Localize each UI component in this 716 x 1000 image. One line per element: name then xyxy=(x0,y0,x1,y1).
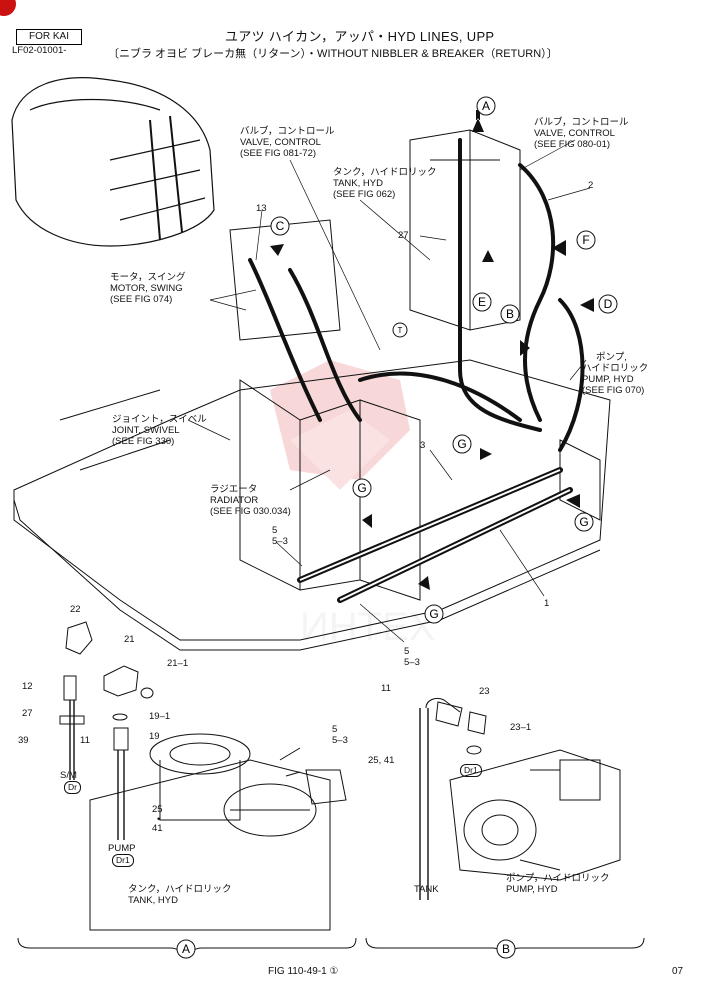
callout-radiator-jp: ラジエータ xyxy=(210,484,258,495)
callout-radiator-ref: (SEE FIG 030.034) xyxy=(210,506,291,517)
page-title: ユアツ ハイカン，アッパ・HYD LINES, UPP xyxy=(225,29,495,44)
watermark-logo: ИНТЕХ xyxy=(270,360,435,649)
callout-valve-control-2-en: VALVE, CONTROL xyxy=(534,128,615,139)
marker-c: C xyxy=(276,219,285,233)
callout-tank-hyd-1-jp: タンク，ハイドロリック xyxy=(333,167,437,178)
detail-a-sm-label: S/M xyxy=(60,770,77,781)
detail-a-dr-badge: Dr xyxy=(64,781,81,794)
marker-g-4: G xyxy=(429,607,438,621)
detail-b-dr1-badge: Dr1 xyxy=(460,764,482,777)
detail-a-part-5: 5 xyxy=(332,724,338,735)
detail-b-pump-hyd-en: PUMP, HYD xyxy=(506,884,558,895)
marker-g-2: G xyxy=(357,481,366,495)
detail-a-part-39: 39 xyxy=(18,735,29,746)
detail-a-part-21-1: 21–1 xyxy=(167,658,189,669)
part-number-5-b: 5 xyxy=(404,646,410,657)
marker-g-3: G xyxy=(579,515,588,529)
detail-a-part-12: 12 xyxy=(22,681,33,692)
callout-radiator-en: RADIATOR xyxy=(210,495,259,506)
part-number-5-3-b: 5–3 xyxy=(404,657,420,668)
callout-pump-hyd-1-en: PUMP, HYD xyxy=(582,374,634,385)
part-number-5-3-a: 5–3 xyxy=(272,536,288,547)
figure-number: FIG 110-49-1 ① xyxy=(268,966,339,977)
part-number-2: 2 xyxy=(588,180,594,191)
callout-pump-hyd-1-jp2: ハイドロリック xyxy=(582,363,649,374)
detail-a-part-41: 41 xyxy=(152,823,163,834)
corner-mark xyxy=(0,0,16,16)
callout-tank-hyd-1-en: TANK, HYD xyxy=(333,178,383,189)
marker-f: F xyxy=(582,233,589,247)
detail-b-part-25-41: 25, 41 xyxy=(368,755,395,766)
detail-a-part-27: 27 xyxy=(22,708,33,719)
part-number-3: 3 xyxy=(420,440,426,451)
detail-a-part-22: 22 xyxy=(70,604,81,615)
detail-a-tank-hyd-en: TANK, HYD xyxy=(128,895,178,906)
detail-a-part-bullet: • xyxy=(157,814,161,825)
section-braces xyxy=(17,937,645,959)
section-markers: A B xyxy=(176,939,516,959)
page-number: 07 xyxy=(672,966,684,977)
detail-b-tank-label: TANK xyxy=(414,884,439,895)
callout-joint-swivel-jp: ジョイント，スイベル xyxy=(112,414,207,425)
watermark-text: ИНТЕХ xyxy=(300,605,435,649)
detail-a-tank-hyd-jp: タンク，ハイドロリック xyxy=(128,884,232,895)
detail-a-part-19: 19 xyxy=(149,731,160,742)
callout-tank-hyd-1-ref: (SEE FIG 062) xyxy=(333,189,396,200)
part-number-13: 13 xyxy=(256,203,267,214)
part-number-1: 1 xyxy=(544,598,550,609)
detail-a-part-5-3: 5–3 xyxy=(332,735,348,746)
part-number-27: 27 xyxy=(398,230,409,241)
callout-valve-control-2-ref: (SEE FIG 080-01) xyxy=(534,139,611,150)
marker-g-1: G xyxy=(457,437,466,451)
detail-a-part-21: 21 xyxy=(124,634,135,645)
callout-joint-swivel-ref: (SEE FIG 330) xyxy=(112,436,175,447)
callout-pump-hyd-1-jp1: ポンプ, xyxy=(596,352,627,363)
marker-d: E xyxy=(478,295,486,309)
section-b-label: B xyxy=(502,942,510,956)
leader-lines xyxy=(187,139,591,643)
callout-valve-control-1-ref: (SEE FIG 081-72) xyxy=(240,148,317,159)
marker-t: T xyxy=(398,326,403,335)
detail-a-pump-label: PUMP xyxy=(108,843,136,854)
page-subtitle: 〔ニブラ オヨビ ブレーカ無（リターン）・WITHOUT NIBBLER & B… xyxy=(108,48,558,60)
detail-a-dr1-badge: Dr1 xyxy=(112,854,134,867)
hose-highlights xyxy=(299,469,571,601)
callout-valve-control-1-jp: バルブ，コントロール xyxy=(240,126,335,137)
detail-b-drawing xyxy=(419,697,621,900)
view-markers: A C F E B D G G G G T xyxy=(270,96,618,624)
figure-code: LF02-01001- xyxy=(12,45,67,56)
part-number-5-a: 5 xyxy=(272,525,278,536)
marker-b: B xyxy=(506,307,514,321)
callout-joint-swivel-en: JOINT, SWIVEL xyxy=(112,425,180,436)
detail-a-part-19-1: 19–1 xyxy=(149,711,171,722)
detail-b-part-11: 11 xyxy=(381,683,391,694)
callout-valve-control-2-jp: バルブ，コントロール xyxy=(534,117,629,128)
detail-b-part-23-1: 23–1 xyxy=(510,722,532,733)
callout-valve-control-1-en: VALVE, CONTROL xyxy=(240,137,321,148)
marker-e: D xyxy=(604,297,613,311)
detail-b-pump-hyd-jp: ポンプ，ハイドロリック xyxy=(506,873,610,884)
callout-motor-swing-ref: (SEE FIG 074) xyxy=(110,294,173,305)
detail-b-part-23: 23 xyxy=(479,686,490,697)
detail-a-drawing xyxy=(59,621,347,931)
view-arrows xyxy=(270,110,594,590)
detail-a-part-25: 25 xyxy=(152,804,163,815)
marker-a: A xyxy=(482,99,490,113)
callout-pump-hyd-1-ref: (SEE FIG 070) xyxy=(582,385,645,396)
detail-a-part-11: 11 xyxy=(80,735,90,746)
callout-motor-swing-en: MOTOR, SWING xyxy=(110,283,183,294)
section-a-label: A xyxy=(182,942,190,956)
for-kai-badge: FOR KAI xyxy=(16,29,82,45)
cab-illustration xyxy=(11,77,215,247)
callout-motor-swing-jp: モータ，スイング xyxy=(110,272,186,283)
